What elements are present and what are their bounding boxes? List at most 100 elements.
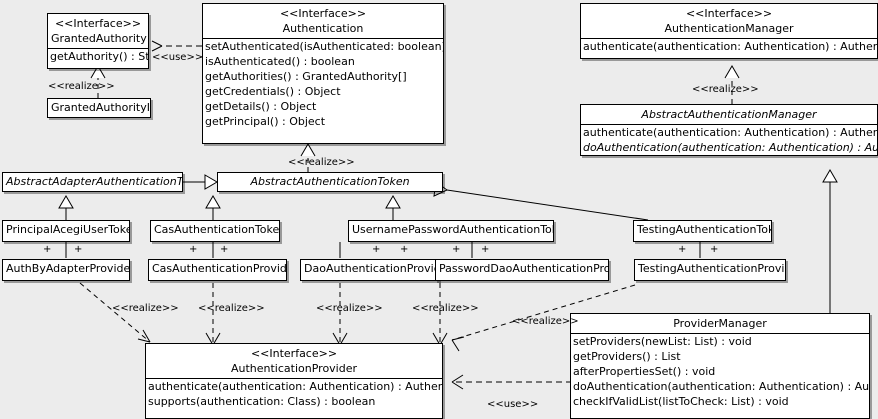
class-name-label: PasswordDaoAuthenticationProvider (439, 262, 609, 275)
class-name-label: ProviderManager (673, 317, 767, 330)
class-box-cas-authentication-token[interactable]: CasAuthenticationToken (150, 220, 280, 242)
class-header-authentication-provider: <<Interface>> AuthenticationProvider (146, 344, 442, 378)
members-compartment: setProviders(newList: List) : void getPr… (571, 334, 869, 409)
member-row: checkIfValidList(listToCheck: List) : vo… (573, 395, 789, 408)
class-header-username-password-authentication-token: UsernamePasswordAuthenticationToken (349, 221, 553, 238)
members-compartment: authenticate(authentication: Authenticat… (581, 125, 877, 155)
class-box-provider-manager[interactable]: ProviderManager setProviders(newList: Li… (570, 313, 870, 419)
multiplicity-marker: + (74, 244, 83, 255)
class-name-label: PrincipalAcegiUserToken (6, 223, 130, 236)
edge-realize-dao-authentication-provider (332, 283, 348, 346)
member-row: setProviders(newList: List) : void (573, 335, 752, 348)
member-row: setAuthenticated(isAuthenticated: boolea… (205, 40, 444, 53)
members-compartment: authenticate(authentication: Authenticat… (581, 39, 877, 54)
member-row: getDetails() : Object (205, 100, 317, 113)
class-name-label: CasAuthenticationProvider (152, 262, 287, 275)
member-row: afterPropertiesSet() : void (573, 365, 716, 378)
class-box-authentication[interactable]: <<Interface>> Authentication setAuthenti… (202, 3, 444, 144)
edge-label-realize-abstract-authentication-manager: <<realize>> (692, 84, 759, 95)
edge-generalization-testing-authentication-token (433, 181, 649, 221)
class-header-abstract-adapter-authentication-token: AbstractAdapterAuthenticationToken (3, 173, 182, 190)
member-row: doAuthentication(authentication: Authent… (583, 141, 877, 154)
class-name-label: CasAuthenticationToken (154, 223, 280, 236)
class-name-label: Authentication (282, 22, 364, 35)
class-header-dao-authentication-provider: DaoAuthenticationProvider (301, 260, 438, 277)
class-header-provider-manager: ProviderManager (571, 314, 869, 333)
stereotype-label: <<Interface>> (54, 17, 142, 30)
class-header-principal-acegi-user-token: PrincipalAcegiUserToken (3, 221, 129, 238)
class-box-granted-authority-impl[interactable]: GrantedAuthorityImpl (47, 98, 151, 118)
members-compartment: authenticate(authentication: Authenticat… (146, 379, 442, 409)
class-box-principal-acegi-user-token[interactable]: PrincipalAcegiUserToken (2, 220, 130, 242)
member-row: getCredentials() : Object (205, 85, 341, 98)
edge-realize-cas-authentication-provider (205, 283, 221, 346)
member-row: authenticate(authentication: Authenticat… (148, 380, 442, 393)
class-box-username-password-authentication-token[interactable]: UsernamePasswordAuthenticationToken (348, 220, 554, 242)
class-name-label: AbstractAuthenticationToken (250, 175, 410, 188)
multiplicity-marker: + (710, 244, 719, 255)
class-box-dao-authentication-provider[interactable]: DaoAuthenticationProvider (300, 259, 439, 281)
edge-generalization-cas-authentication-token (205, 195, 221, 220)
multiplicity-marker: + (372, 244, 381, 255)
class-header-testing-authentication-provider: TestingAuthenticationProvider (635, 260, 785, 277)
edge-label-use-provider-manager: <<use>> (487, 399, 539, 410)
class-box-auth-by-adapter-provider[interactable]: AuthByAdapterProvider (2, 259, 130, 281)
members-compartment: getAuthority() : String (48, 49, 148, 64)
class-name-label: AuthByAdapterProvider (6, 262, 130, 275)
compartment-divider (203, 38, 443, 39)
stereotype-label: <<Interface>> (279, 7, 367, 20)
compartment-divider (48, 48, 148, 49)
edge-label-realize-testing-authentication-provider: <<realize>> (512, 316, 579, 327)
edge-generalization-provider-manager (822, 169, 838, 313)
edge-label-realize-cas-authentication-provider: <<realize>> (198, 303, 265, 314)
class-name-label: DaoAuthenticationProvider (304, 262, 439, 275)
class-header-authentication-manager: <<Interface>> AuthenticationManager (581, 4, 877, 38)
member-row: getPrincipal() : Object (205, 115, 326, 128)
class-box-abstract-authentication-manager[interactable]: AbstractAuthenticationManager authentica… (580, 104, 878, 156)
stereotype-label: <<Interface>> (250, 347, 338, 360)
members-compartment: setAuthenticated(isAuthenticated: boolea… (203, 39, 443, 129)
edge-label-realize-dao-authentication-provider: <<realize>> (316, 303, 383, 314)
class-name-label: GrantedAuthorityImpl (51, 101, 150, 114)
class-box-authentication-manager[interactable]: <<Interface>> AuthenticationManager auth… (580, 3, 878, 59)
class-name-label: AuthenticationManager (664, 22, 794, 35)
class-box-password-dao-authentication-provider[interactable]: PasswordDaoAuthenticationProvider (435, 259, 609, 281)
class-header-auth-by-adapter-provider: AuthByAdapterProvider (3, 260, 129, 277)
class-name-label: AbstractAuthenticationManager (641, 108, 817, 121)
class-box-cas-authentication-provider[interactable]: CasAuthenticationProvider (148, 259, 287, 281)
multiplicity-marker: + (189, 244, 198, 255)
compartment-divider (146, 378, 442, 379)
edge-label-realize-password-dao-authentication-provider: <<realize>> (412, 303, 479, 314)
member-row: doAuthentication(authentication: Authent… (573, 380, 870, 393)
compartment-divider (581, 124, 877, 125)
multiplicity-marker: + (220, 244, 229, 255)
member-row: authenticate(authentication: Authenticat… (583, 40, 877, 53)
stereotype-label: <<Interface>> (685, 7, 773, 20)
class-name-label: UsernamePasswordAuthenticationToken (352, 223, 554, 236)
class-box-abstract-authentication-token[interactable]: AbstractAuthenticationToken (217, 172, 443, 192)
class-box-testing-authentication-provider[interactable]: TestingAuthenticationProvider (634, 259, 786, 281)
class-box-testing-authentication-token[interactable]: TestingAuthenticationToken (633, 220, 772, 242)
multiplicity-marker: + (43, 244, 52, 255)
class-name-label: AuthenticationProvider (230, 362, 358, 375)
class-header-cas-authentication-token: CasAuthenticationToken (151, 221, 279, 238)
class-header-granted-authority-impl: GrantedAuthorityImpl (48, 99, 150, 116)
class-box-authentication-provider[interactable]: <<Interface>> AuthenticationProvider aut… (145, 343, 443, 419)
class-box-abstract-adapter-authentication-token[interactable]: AbstractAdapterAuthenticationToken (2, 172, 183, 192)
edge-label-use-granted-authority: <<use>> (152, 52, 204, 63)
class-header-testing-authentication-token: TestingAuthenticationToken (634, 221, 771, 238)
class-name-label: AbstractAdapterAuthenticationToken (6, 175, 183, 188)
class-header-granted-authority: <<Interface>> GrantedAuthority (48, 14, 148, 48)
class-name-label: GrantedAuthority (51, 32, 147, 45)
class-name-label: TestingAuthenticationToken (637, 223, 771, 236)
class-header-abstract-authentication-token: AbstractAuthenticationToken (218, 173, 442, 190)
member-row: getAuthorities() : GrantedAuthority[] (205, 70, 407, 83)
class-box-granted-authority[interactable]: <<Interface>> GrantedAuthority getAuthor… (47, 13, 149, 69)
member-row: getProviders() : List (573, 350, 681, 363)
edge-use-authentication-granted-authority (151, 40, 202, 52)
class-name-label: TestingAuthenticationProvider (638, 262, 785, 275)
member-row: isAuthenticated() : boolean (205, 55, 355, 68)
edge-label-realize-granted-authority-impl: <<realize>> (48, 81, 115, 92)
compartment-divider (571, 333, 869, 334)
